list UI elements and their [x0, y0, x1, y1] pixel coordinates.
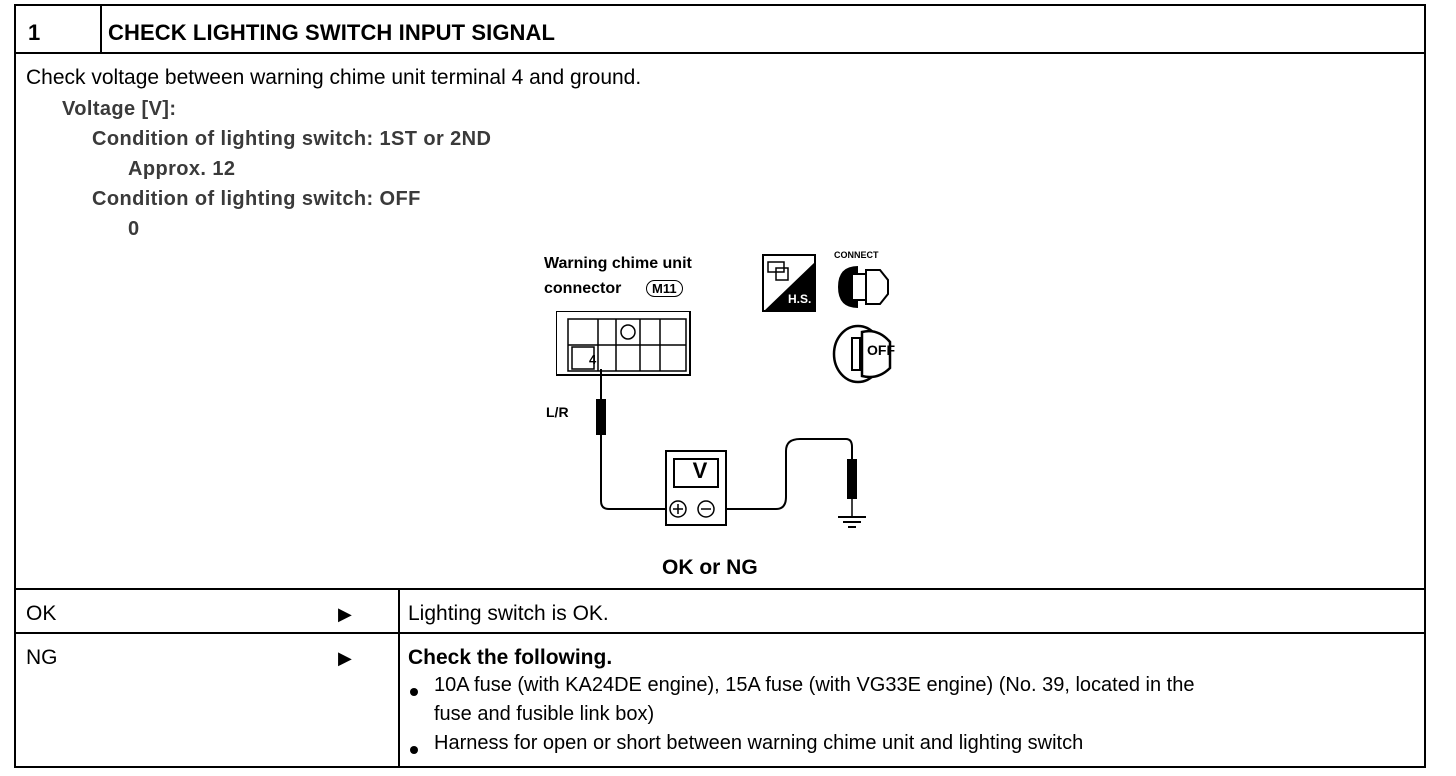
key-off-label: OFF — [867, 342, 895, 358]
ng-arrow-icon: ▶ — [338, 648, 352, 668]
ignition-off-icon — [832, 324, 892, 384]
wiring-diagram — [556, 311, 866, 528]
bullet-icon — [410, 746, 418, 754]
ng-check-item-1: 10A fuse (with KA24DE engine), 15A fuse … — [434, 674, 1195, 696]
check-instruction: Check voltage between warning chime unit… — [26, 66, 642, 89]
ng-action-title: Check the following. — [408, 646, 613, 669]
ok-arrow-icon: ▶ — [338, 604, 352, 624]
connect-icon-label: CONNECT — [834, 250, 879, 260]
lead-positive — [600, 435, 666, 510]
ok-action: Lighting switch is OK. — [408, 602, 609, 625]
header-separator — [16, 52, 1424, 54]
ok-status: OK — [26, 602, 57, 625]
result-prompt: OK or NG — [662, 556, 758, 579]
procedure-table: 1 CHECK LIGHTING SWITCH INPUT SIGNAL Che… — [14, 4, 1426, 768]
result-column-divider — [398, 588, 400, 768]
connector-label-line2: connector — [544, 280, 622, 297]
condition-2-value: 0 — [128, 218, 140, 240]
condition-1-value: Approx. 12 — [128, 158, 236, 180]
ok-row-separator — [16, 632, 1424, 634]
harness-side-icon: H.S. — [762, 254, 816, 312]
connect-icon — [838, 266, 889, 308]
condition-2-label: Condition of lighting switch: OFF — [92, 188, 421, 210]
bullet-icon — [410, 688, 418, 696]
step-title: CHECK LIGHTING SWITCH INPUT SIGNAL — [108, 20, 556, 45]
voltmeter — [665, 450, 727, 526]
lead-negative — [726, 438, 853, 510]
ng-status: NG — [26, 646, 58, 669]
connector-id-badge: M11 — [646, 280, 683, 297]
header-divider — [100, 6, 102, 52]
result-separator — [16, 588, 1424, 590]
ground-symbol — [838, 516, 866, 528]
condition-1-label: Condition of lighting switch: 1ST or 2ND — [92, 128, 492, 150]
ng-check-item-1-cont: fuse and fusible link box) — [434, 703, 655, 725]
voltage-label: Voltage [V]: — [62, 98, 177, 120]
ng-check-item-2: Harness for open or short between warnin… — [434, 732, 1084, 754]
probe-positive — [596, 399, 606, 435]
probe-negative — [847, 459, 857, 499]
step-number: 1 — [28, 20, 41, 45]
terminal-number: 4 — [589, 352, 597, 367]
wire-color-label: L/R — [546, 404, 569, 420]
meter-symbol: V — [692, 458, 708, 483]
connector-m11-drawing — [556, 311, 691, 376]
connector-label-line1: Warning chime unit — [544, 255, 692, 272]
